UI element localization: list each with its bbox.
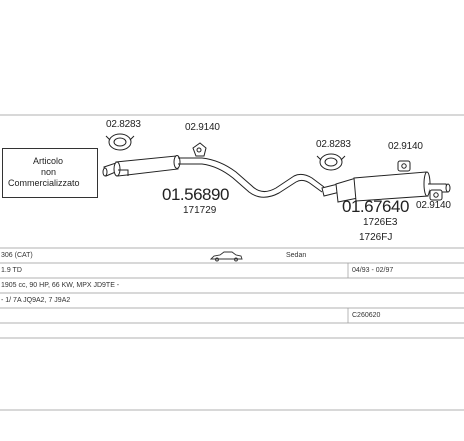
middle-silencer-shape [113,155,181,177]
part-rear-silencer-ref-1: 1726E3 [363,217,398,228]
discontinued-notice: Articolo non Commercializzato [2,148,98,198]
vehicle-period: 04/93 - 02/97 [352,267,394,274]
vehicle-body: Sedan [286,252,307,259]
part-middle-silencer[interactable]: 01.56890 [162,185,229,204]
clamp-shape-2 [316,153,346,171]
vehicle-code: C260620 [352,312,381,319]
part-clamp-2[interactable]: 02.8283 [316,139,351,150]
clamp-shape-1 [105,133,135,151]
vehicle-codes: - 1/ 7A JQ9A2, 7 J9A2 [1,297,71,304]
part-middle-silencer-ref: 171729 [183,205,217,216]
hanger-shape-3 [429,189,443,201]
part-hanger-1[interactable]: 02.9140 [185,122,220,133]
part-rear-silencer[interactable]: 01.67640 [342,197,409,216]
table-grid [0,114,464,411]
connecting-pipe [178,157,325,198]
notice-line-1: Articolo [33,156,64,166]
vehicle-engine: 1.9 TD [1,267,22,274]
part-clamp-1[interactable]: 02.8283 [106,119,141,130]
part-rear-silencer-ref-2: 1726FJ [359,232,393,243]
notice-line-2: non [41,167,57,177]
part-hanger-2[interactable]: 02.9140 [388,141,423,152]
hanger-shape-2 [397,160,411,172]
rear-silencer-shape [321,171,451,203]
vehicle-model: 306 (CAT) [1,252,33,259]
notice-line-3: Commercializzato [8,178,80,188]
sedan-icon [209,251,243,262]
hanger-shape-1 [192,142,207,157]
vehicle-spec: 1905 cc, 90 HP, 66 KW, MPX JD9TE - [1,282,120,289]
part-hanger-3[interactable]: 02.9140 [416,200,451,211]
